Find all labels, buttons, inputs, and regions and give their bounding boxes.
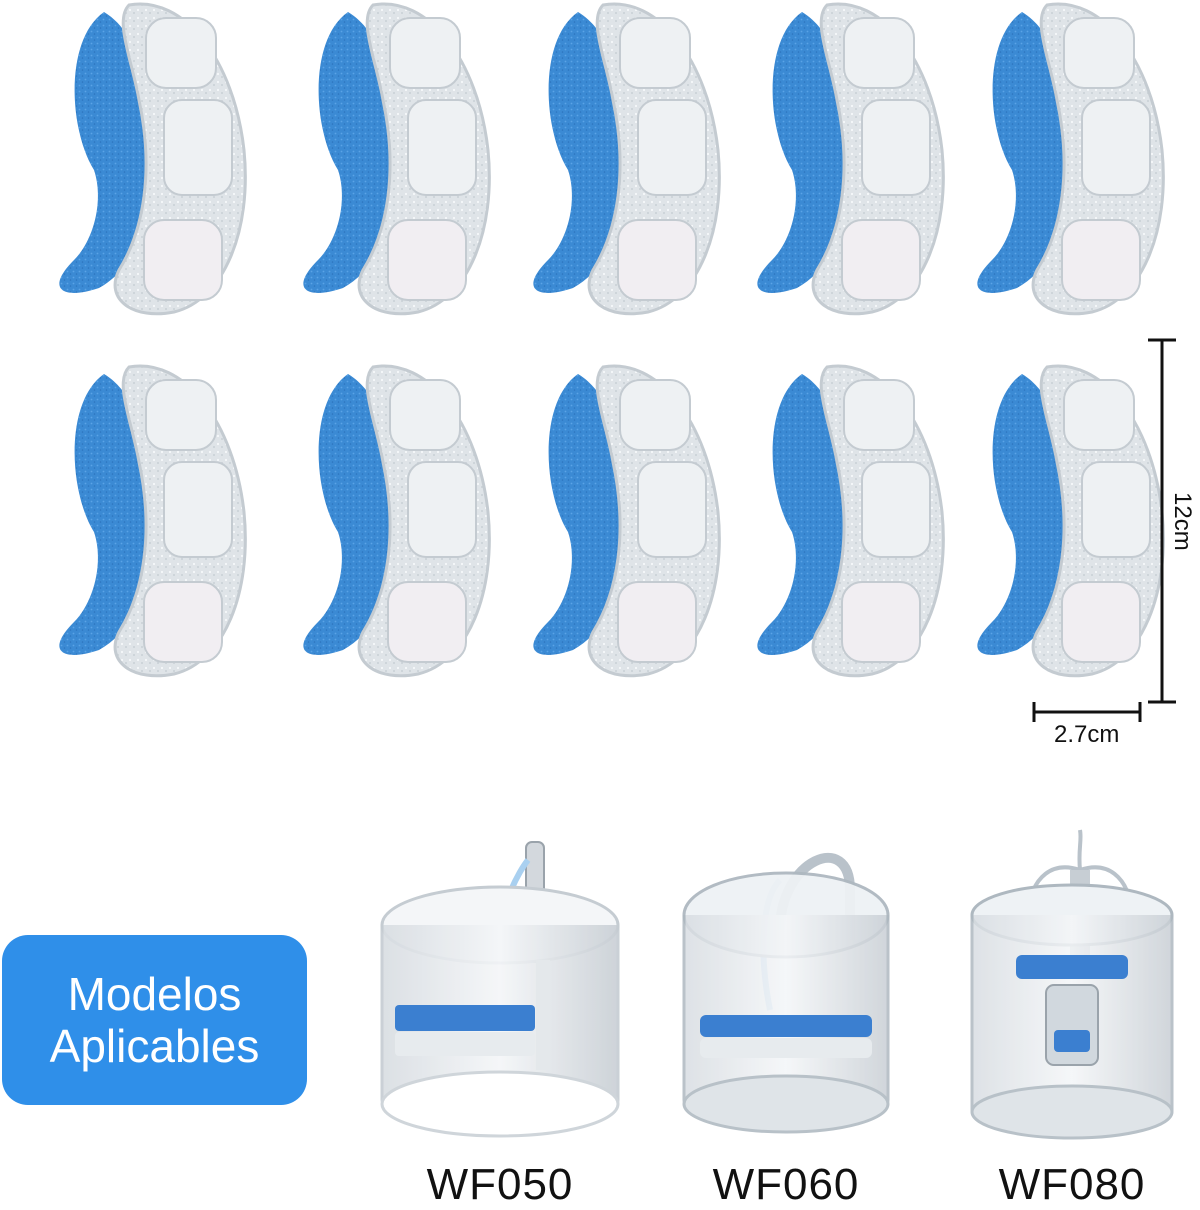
height-dimension bbox=[1148, 338, 1176, 704]
model-label-wf050: WF050 bbox=[426, 1160, 574, 1209]
filter-set bbox=[975, 364, 1165, 678]
width-label: 2.7cm bbox=[1054, 721, 1119, 748]
filter-set bbox=[531, 2, 721, 316]
filter-set bbox=[755, 364, 945, 678]
width-dimension bbox=[1032, 702, 1142, 722]
model-label-wf080: WF080 bbox=[998, 1160, 1146, 1209]
filter-set bbox=[755, 2, 945, 316]
fountain-wf080-image bbox=[970, 829, 1174, 1140]
badge-line-2: Aplicables bbox=[49, 1020, 260, 1072]
filter-set bbox=[301, 2, 491, 316]
filter-set bbox=[57, 2, 247, 316]
height-label: 12cm bbox=[1169, 492, 1196, 551]
filter-set bbox=[301, 364, 491, 678]
badge-line-1: Modelos bbox=[67, 968, 242, 1020]
filter-set bbox=[531, 364, 721, 678]
applicable-models-badge: Modelos Aplicables bbox=[2, 935, 307, 1105]
model-label-wf060: WF060 bbox=[712, 1160, 860, 1209]
fountain-wf050-image bbox=[380, 841, 620, 1138]
fountain-wf060-image bbox=[682, 853, 890, 1134]
filter-set bbox=[57, 364, 247, 678]
filter-set bbox=[975, 2, 1165, 316]
